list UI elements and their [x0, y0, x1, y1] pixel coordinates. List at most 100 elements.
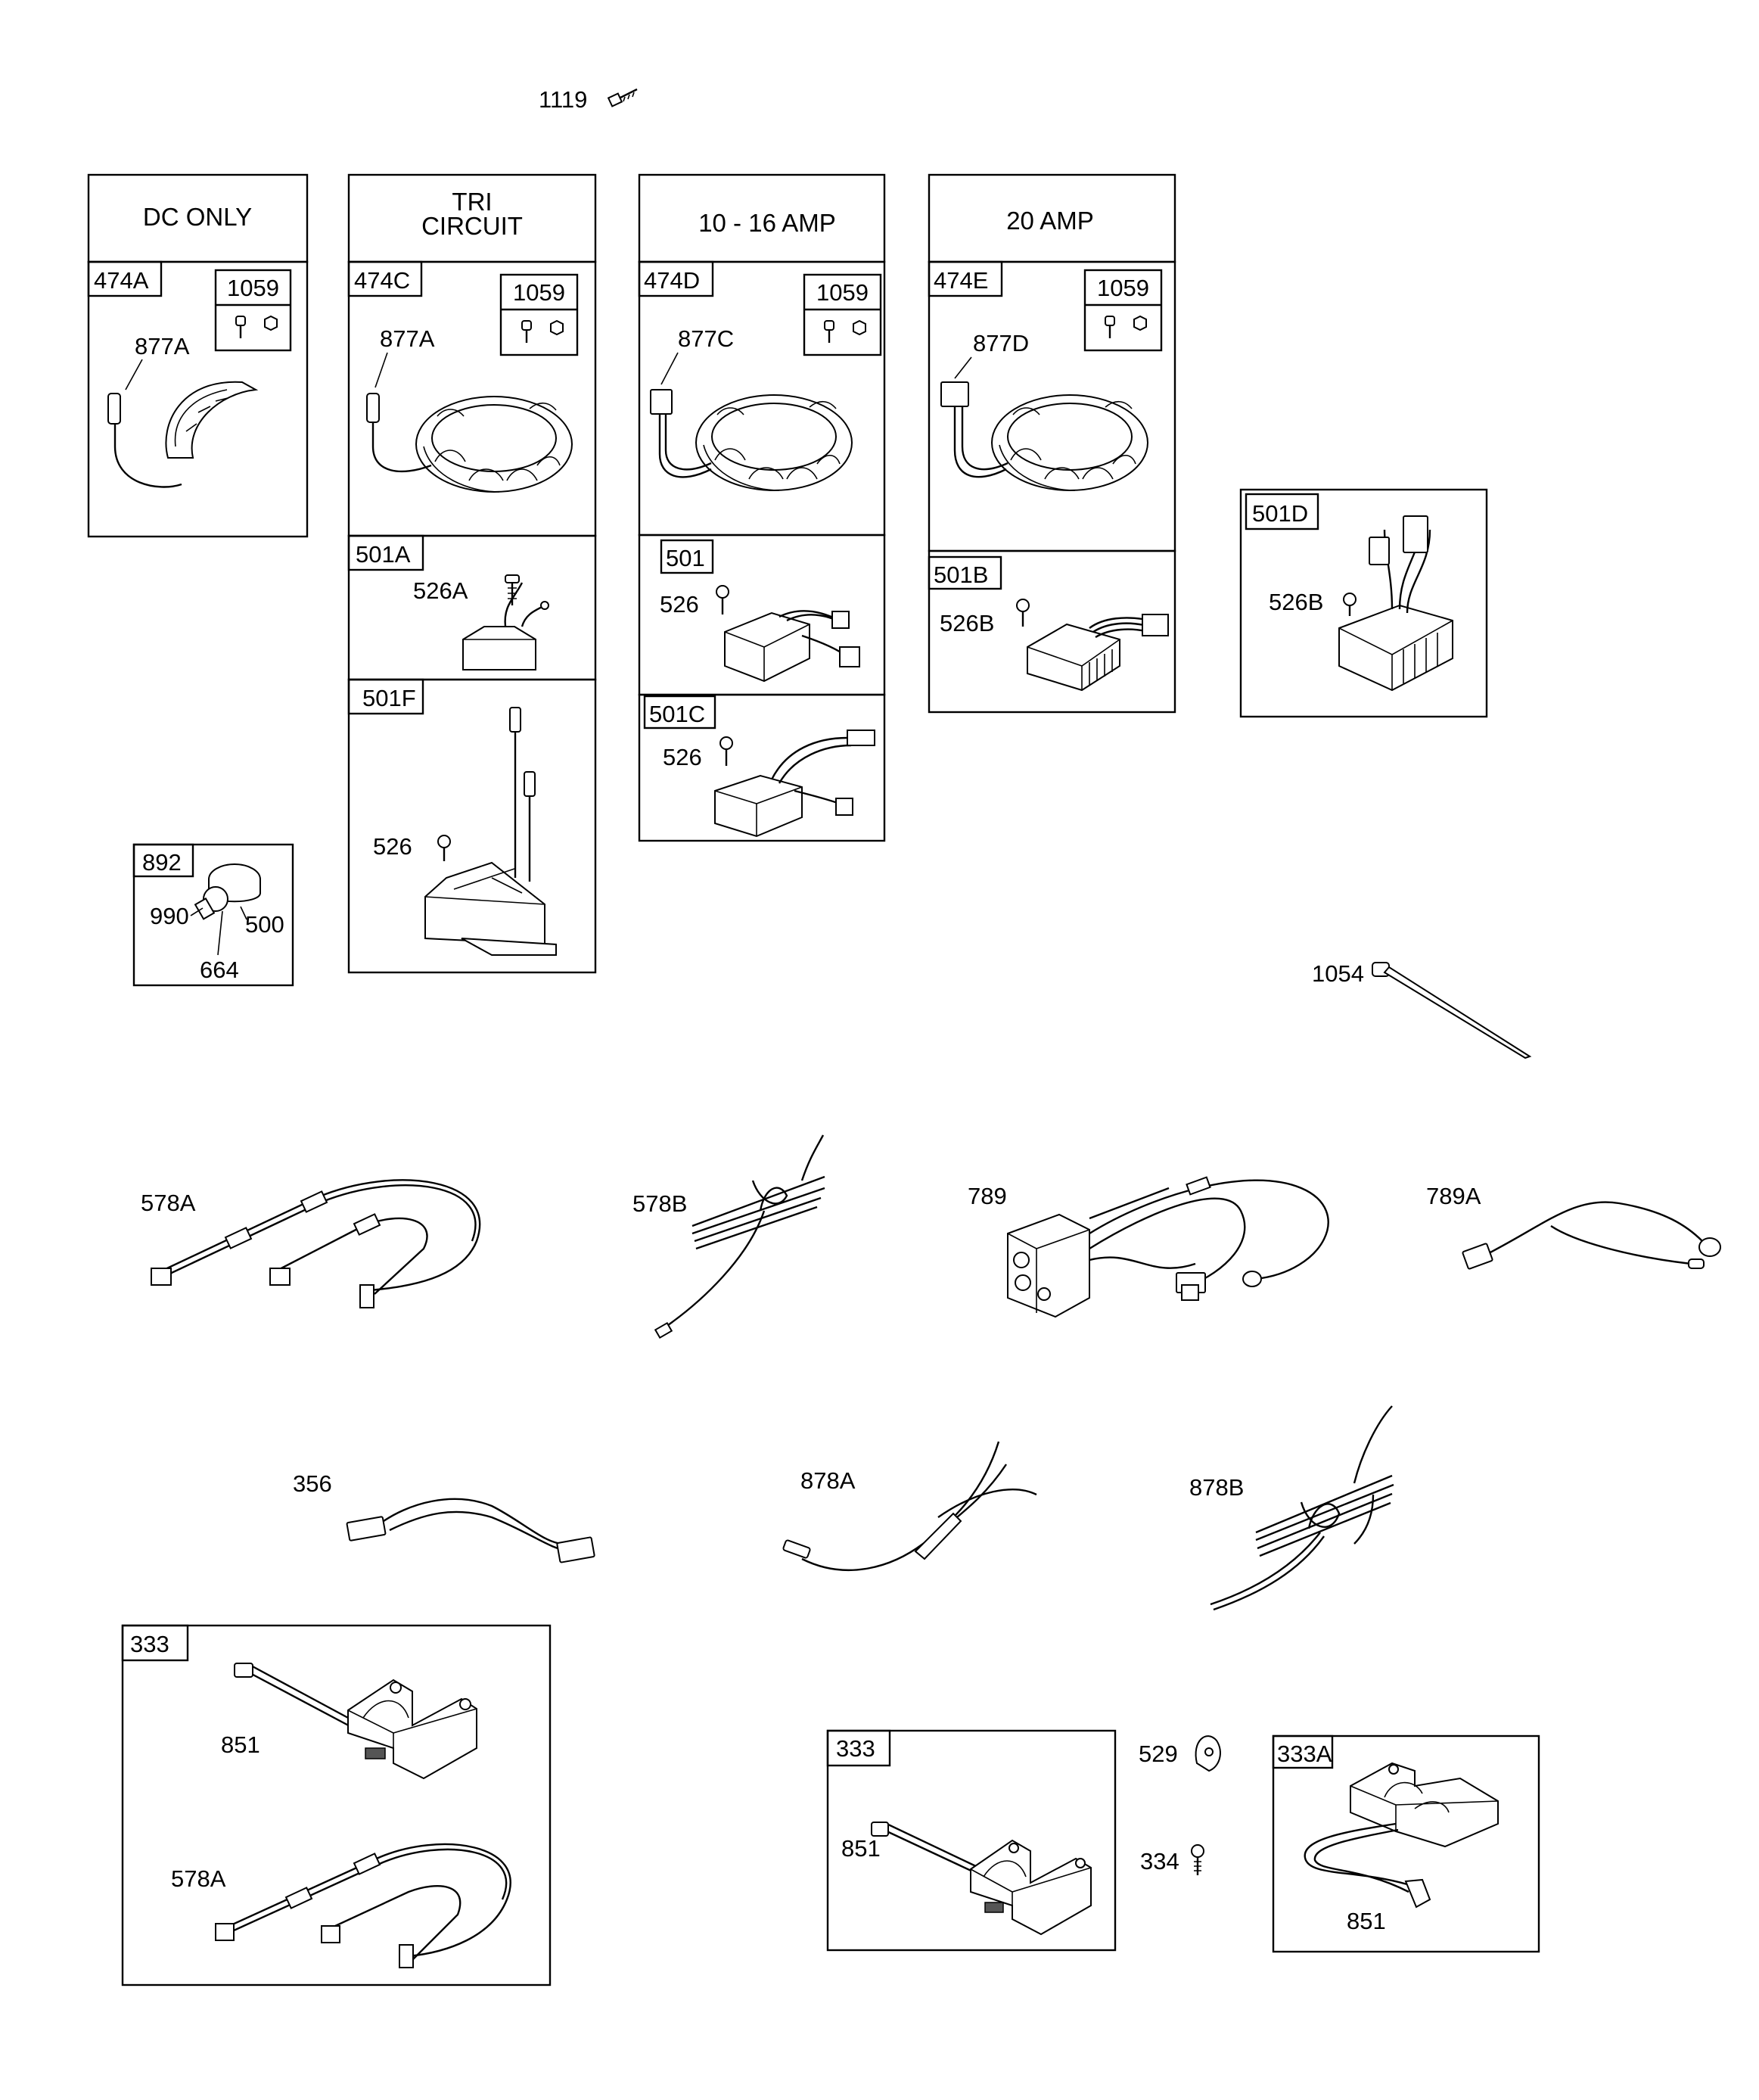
label-877A-a: 877A	[135, 333, 190, 359]
regulator-501D	[1338, 515, 1453, 692]
key-switch	[190, 863, 261, 956]
label-877A-b: 877A	[380, 325, 435, 352]
harness-878A	[782, 1441, 1037, 1572]
regulator-501A-group: 501A 526A	[347, 534, 597, 681]
label-990: 990	[150, 903, 189, 929]
label-526B-b: 526B	[1269, 589, 1323, 615]
label-526A: 526A	[413, 577, 468, 604]
screw-nut-icon	[1105, 315, 1147, 338]
screw-1119	[607, 88, 638, 107]
ignition-coil-333A	[1304, 1762, 1499, 1909]
coil-333-group-a: 333 851 578A	[121, 1624, 552, 1986]
label-356: 356	[293, 1470, 332, 1497]
label-1054: 1054	[1312, 960, 1364, 987]
label-474A: 474A	[94, 267, 149, 294]
header-tri-line1: TRI	[452, 188, 492, 216]
screw-526-a	[716, 585, 729, 614]
amp-10-16-group: 10 - 16 AMP 474D 1059 877C	[638, 173, 886, 537]
harness-578A	[151, 1179, 481, 1308]
dc-only-group: DC ONLY 474A 1059 877A	[87, 173, 309, 538]
label-333A: 333A	[1277, 1741, 1332, 1767]
harness-789A	[1462, 1201, 1721, 1270]
screw-nut-icon	[235, 315, 278, 338]
ignition-coil-a	[234, 1663, 477, 1780]
regulator-501F	[424, 707, 557, 956]
label-1059-c: 1059	[816, 279, 869, 306]
label-526B-a: 526B	[940, 610, 994, 636]
header-tri-line2: CIRCUIT	[421, 212, 523, 240]
label-578B: 578B	[632, 1190, 687, 1217]
harness-789	[1007, 1176, 1329, 1318]
harness-578A-in-333	[215, 1843, 511, 1968]
regulator-501F-group: 501F 526	[347, 678, 597, 974]
label-501F: 501F	[362, 685, 416, 711]
label-851-b: 851	[841, 1835, 881, 1862]
stator-partial	[107, 381, 259, 488]
label-878B: 878B	[1189, 1474, 1244, 1501]
harness-878B	[1210, 1405, 1394, 1611]
header-dc-only: DC ONLY	[143, 203, 252, 231]
regulator-501D-group: 501D 526B	[1239, 488, 1488, 718]
label-474D: 474D	[644, 267, 700, 294]
stator-ring-10-16	[650, 389, 853, 491]
label-578A-b: 578A	[171, 1865, 226, 1892]
label-501B: 501B	[934, 562, 988, 588]
label-501A: 501A	[356, 541, 411, 568]
label-529: 529	[1139, 1741, 1178, 1767]
screw-nut-icon	[521, 319, 564, 343]
regulator-501A	[462, 582, 549, 670]
label-501C: 501C	[649, 701, 705, 727]
label-1059-a: 1059	[227, 275, 279, 301]
screw-334	[1191, 1844, 1204, 1875]
screw-526-c	[437, 835, 451, 861]
label-877D: 877D	[973, 330, 1029, 356]
label-334: 334	[1140, 1848, 1179, 1874]
coil-333-group-b: 333 851	[826, 1729, 1117, 1952]
label-578A-a: 578A	[141, 1190, 196, 1216]
label-474C: 474C	[354, 267, 410, 294]
label-501: 501	[666, 545, 705, 571]
cable-tie-1054	[1372, 962, 1532, 1059]
label-526-b: 526	[663, 744, 702, 770]
label-878A: 878A	[800, 1467, 856, 1494]
label-1119: 1119	[539, 86, 587, 113]
screw-526-b	[719, 736, 733, 766]
label-851-a: 851	[221, 1731, 260, 1758]
regulator-501-group: 501 526	[638, 534, 886, 696]
label-500: 500	[245, 911, 284, 938]
harness-356	[346, 1498, 595, 1563]
label-333-a: 333	[130, 1631, 169, 1657]
ignition-coil-b	[871, 1822, 1092, 1936]
screw-526B-a	[1016, 599, 1030, 627]
regulator-501B	[1027, 614, 1169, 692]
key-switch-892-group: 892 990 500 664	[132, 843, 294, 987]
regulator-501	[724, 610, 860, 683]
regulator-501B-group: 501B 526B	[928, 549, 1176, 714]
header-20-amp: 20 AMP	[1006, 207, 1094, 235]
regulator-501C-group: 501C 526	[638, 693, 886, 842]
coil-333A-group: 333A 851	[1272, 1734, 1540, 1953]
stator-ring-tri	[366, 393, 573, 493]
tri-circuit-group: TRI CIRCUIT 474C 1059 877A	[347, 173, 597, 537]
screw-nut-icon	[824, 319, 866, 343]
screw-526B-b	[1343, 593, 1357, 616]
label-789A: 789A	[1426, 1183, 1481, 1209]
label-664: 664	[200, 957, 239, 983]
harness-578B	[654, 1134, 825, 1339]
label-789: 789	[968, 1183, 1007, 1209]
label-877C: 877C	[678, 325, 734, 352]
amp-20-group: 20 AMP 474E 1059 877D	[928, 173, 1176, 552]
header-10-16-amp: 10 - 16 AMP	[698, 209, 836, 237]
stator-ring-20	[940, 381, 1148, 491]
label-526-a: 526	[660, 591, 699, 618]
grommet-529	[1195, 1735, 1221, 1772]
label-892: 892	[142, 849, 182, 876]
label-501D: 501D	[1252, 500, 1308, 527]
label-851-c: 851	[1347, 1908, 1386, 1934]
regulator-501C	[714, 730, 875, 838]
label-526-c: 526	[373, 833, 412, 860]
label-333-b: 333	[836, 1735, 875, 1762]
label-1059-b: 1059	[513, 279, 565, 306]
label-474E: 474E	[934, 267, 988, 294]
